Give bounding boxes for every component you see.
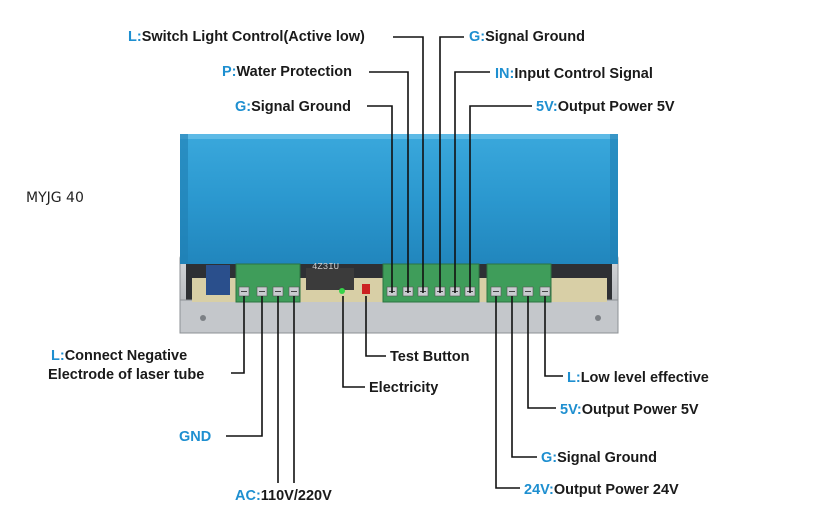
label-signal-ground-top: G:Signal Ground — [469, 29, 585, 45]
label-output-24v: 24V:Output Power 24V — [524, 482, 679, 498]
leader-gnd — [226, 296, 263, 437]
leader-input-control — [454, 71, 490, 293]
test-button[interactable] — [362, 284, 370, 294]
labels: L:Switch Light Control(Active low) G:Sig… — [48, 29, 709, 504]
label-output-5v-top: 5V:Output Power 5V — [536, 99, 675, 115]
label-signal-ground-bottom: G:Signal Ground — [541, 450, 657, 466]
label-switch-light: L:Switch Light Control(Active low) — [128, 29, 365, 45]
label-input-control: IN:Input Control Signal — [495, 66, 653, 82]
label-ac-input: AC:110V/220V — [235, 488, 332, 504]
label-electricity: Electricity — [369, 380, 438, 396]
power-led — [339, 288, 345, 294]
leader-electricity — [342, 296, 365, 388]
leader-signal-ground-mid — [367, 105, 393, 293]
label-gnd: GND — [179, 429, 211, 445]
label-connect-negative: L:Connect Negative — [51, 348, 187, 364]
label-output-5v-bottom: 5V:Output Power 5V — [560, 402, 699, 418]
leader-test-button — [365, 296, 386, 357]
label-low-level: L:Low level effective — [567, 370, 709, 386]
leader-output-5v-bottom — [527, 296, 556, 409]
leader-water-protection — [369, 71, 409, 293]
board-marking: 4Z3IU — [312, 262, 339, 272]
leader-lines — [226, 36, 563, 489]
blue-cover — [180, 134, 618, 264]
leader-signal-ground-bottom — [511, 296, 537, 458]
label-water-protection: P:Water Protection — [222, 64, 352, 80]
model-name: MYJG 40 — [26, 190, 84, 206]
label-signal-ground-mid: G:Signal Ground — [235, 99, 351, 115]
leader-low-level — [544, 296, 563, 377]
leader-signal-ground-top — [439, 36, 464, 293]
label-test-button: Test Button — [390, 349, 469, 365]
label-connect-negative-line2: Electrode of laser tube — [48, 367, 204, 383]
leader-switch-light — [393, 36, 424, 293]
leader-output-24v — [495, 296, 520, 489]
terminal-block-middle — [382, 263, 480, 303]
leader-connect-negative — [231, 296, 245, 374]
leader-output-5v-top — [469, 105, 532, 293]
